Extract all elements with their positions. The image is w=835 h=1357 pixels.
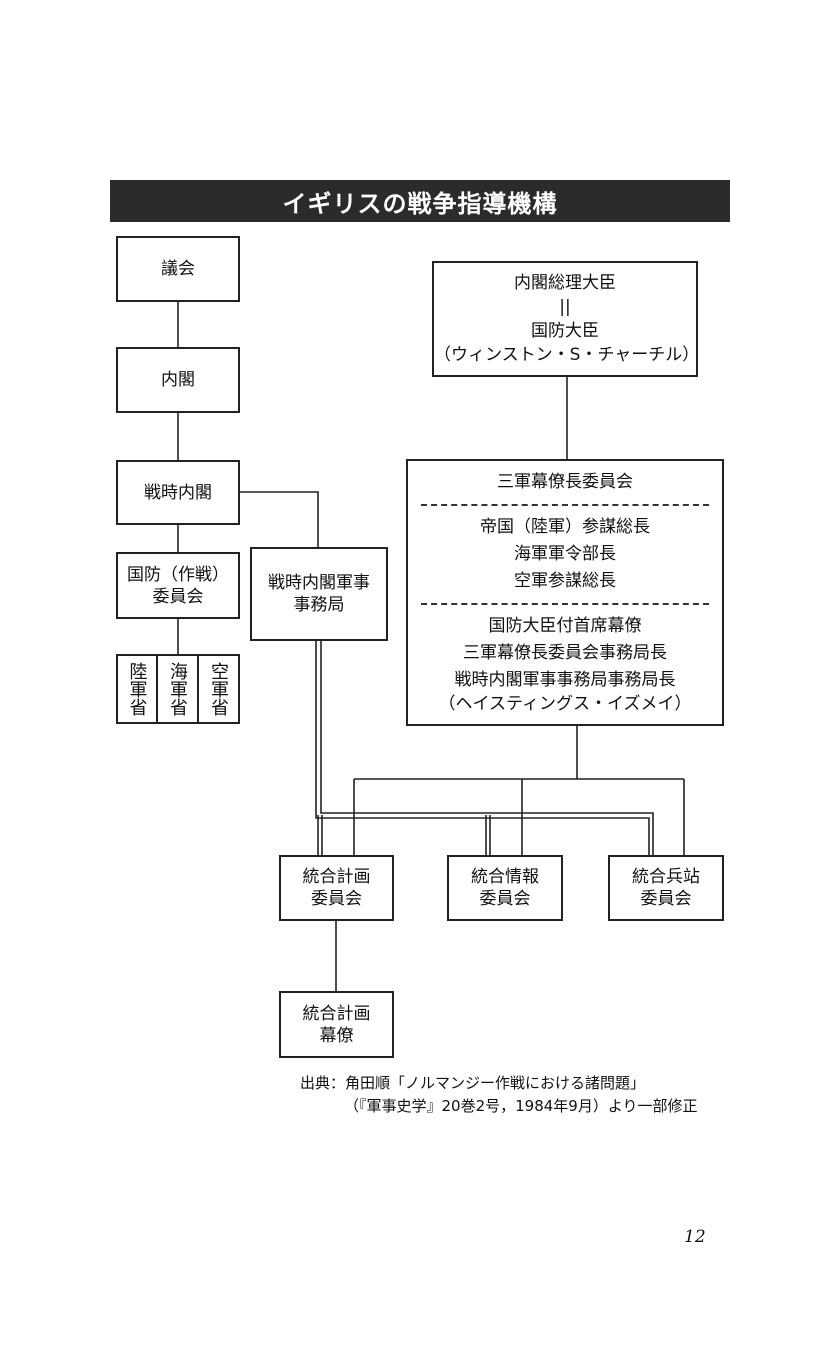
source-line-1: 出典：角田順「ノルマンジー作戦における諸問題」 — [300, 1074, 646, 1092]
dashed-separator-1 — [420, 504, 710, 506]
joint-intelligence-line-2: 委員会 — [479, 889, 531, 909]
connector-warcabinet-secretariat — [238, 491, 319, 548]
parliament-box: 議会 — [116, 236, 240, 302]
cos-secretary-label: 三軍幕僚長委員会事務局長 — [463, 643, 667, 663]
chiefs-of-staff-header: 三軍幕僚長委員会 — [497, 472, 633, 492]
war-cabinet-box: 戦時内閣 — [116, 460, 240, 525]
war-cabinet-label: 戦時内閣 — [144, 482, 212, 503]
ismay-label: （ヘイスティングス・イズメイ） — [438, 694, 692, 714]
chiefs-of-staff-box: 三軍幕僚長委員会 帝国（陸軍）参謀総長 海軍軍令部長 空軍参謀総長 国防大臣付首… — [406, 459, 724, 726]
war-cabinet-secretariat-box: 戦時内閣軍事 事務局 — [250, 547, 388, 641]
joint-logistics-committee-box: 統合兵站 委員会 — [608, 855, 724, 921]
source-line-2: （『軍事史学』20巻2号，1984年9月）より一部修正 — [344, 1097, 698, 1115]
joint-logistics-line-1: 統合兵站 — [632, 867, 700, 887]
cabinet-label: 内閣 — [161, 370, 195, 390]
diagram-title: イギリスの戦争指導機構 — [110, 180, 730, 222]
joint-intelligence-committee-box: 統合情報 委員会 — [447, 855, 563, 921]
joint-intelligence-line-1: 統合情報 — [471, 867, 539, 887]
source-citation: 出典：角田順「ノルマンジー作戦における諸問題」 （『軍事史学』20巻2号，198… — [300, 1072, 698, 1118]
defence-committee-box: 国防（作戦） 委員会 — [116, 552, 240, 619]
war-cabinet-secretariat-line-1: 戦時内閣軍事 — [268, 573, 370, 593]
cigs-label: 帝国（陸軍）参謀総長 — [480, 517, 650, 537]
war-cabinet-secretariat-line-2: 事務局 — [293, 595, 345, 615]
joint-planning-staff-line-1: 統合計画 — [302, 1003, 371, 1024]
connector-secretariat-outer — [315, 640, 650, 856]
war-cabinet-secretary-label: 戦時内閣軍事事務局事務局長 — [454, 670, 676, 690]
page-number: 12 — [684, 1227, 706, 1247]
prime-minister-line-3: 国防大臣 — [531, 321, 599, 341]
joint-planning-staff-line-2: 幕僚 — [319, 1025, 354, 1046]
prime-minister-line-4: （ウィンストン・S・チャーチル） — [434, 345, 700, 365]
chief-staff-defence-label: 国防大臣付首席幕僚 — [488, 616, 642, 636]
joint-logistics-line-2: 委員会 — [640, 889, 692, 909]
joint-planning-line-1: 統合計画 — [302, 867, 371, 887]
joint-planning-staff-box: 統合計画 幕僚 — [279, 991, 394, 1058]
prime-minister-line-1: 内閣総理大臣 — [514, 273, 616, 293]
prime-minister-box: 内閣総理大臣 || 国防大臣 （ウィンストン・S・チャーチル） — [432, 261, 700, 377]
connector-secretariat-outer-2 — [320, 640, 654, 856]
admiralty-box: 海軍省 — [156, 654, 199, 724]
war-office-label: 陸軍省 — [126, 662, 148, 716]
chief-air-staff-label: 空軍参謀総長 — [514, 571, 616, 591]
parliament-label: 議会 — [161, 259, 195, 279]
defence-committee-line-2: 委員会 — [152, 586, 204, 607]
dashed-separator-2 — [420, 603, 710, 605]
war-office-box: 陸軍省 — [116, 654, 158, 724]
first-sea-lord-label: 海軍軍令部長 — [514, 544, 616, 564]
cabinet-box: 内閣 — [116, 347, 240, 413]
defence-committee-line-1: 国防（作戦） — [127, 564, 229, 585]
air-ministry-box: 空軍省 — [197, 654, 240, 724]
joint-planning-committee-box: 統合計画 委員会 — [279, 855, 394, 921]
air-ministry-label: 空軍省 — [208, 662, 229, 716]
joint-planning-line-2: 委員会 — [311, 889, 362, 909]
admiralty-label: 海軍省 — [167, 662, 188, 716]
equals-sign: || — [559, 297, 571, 317]
